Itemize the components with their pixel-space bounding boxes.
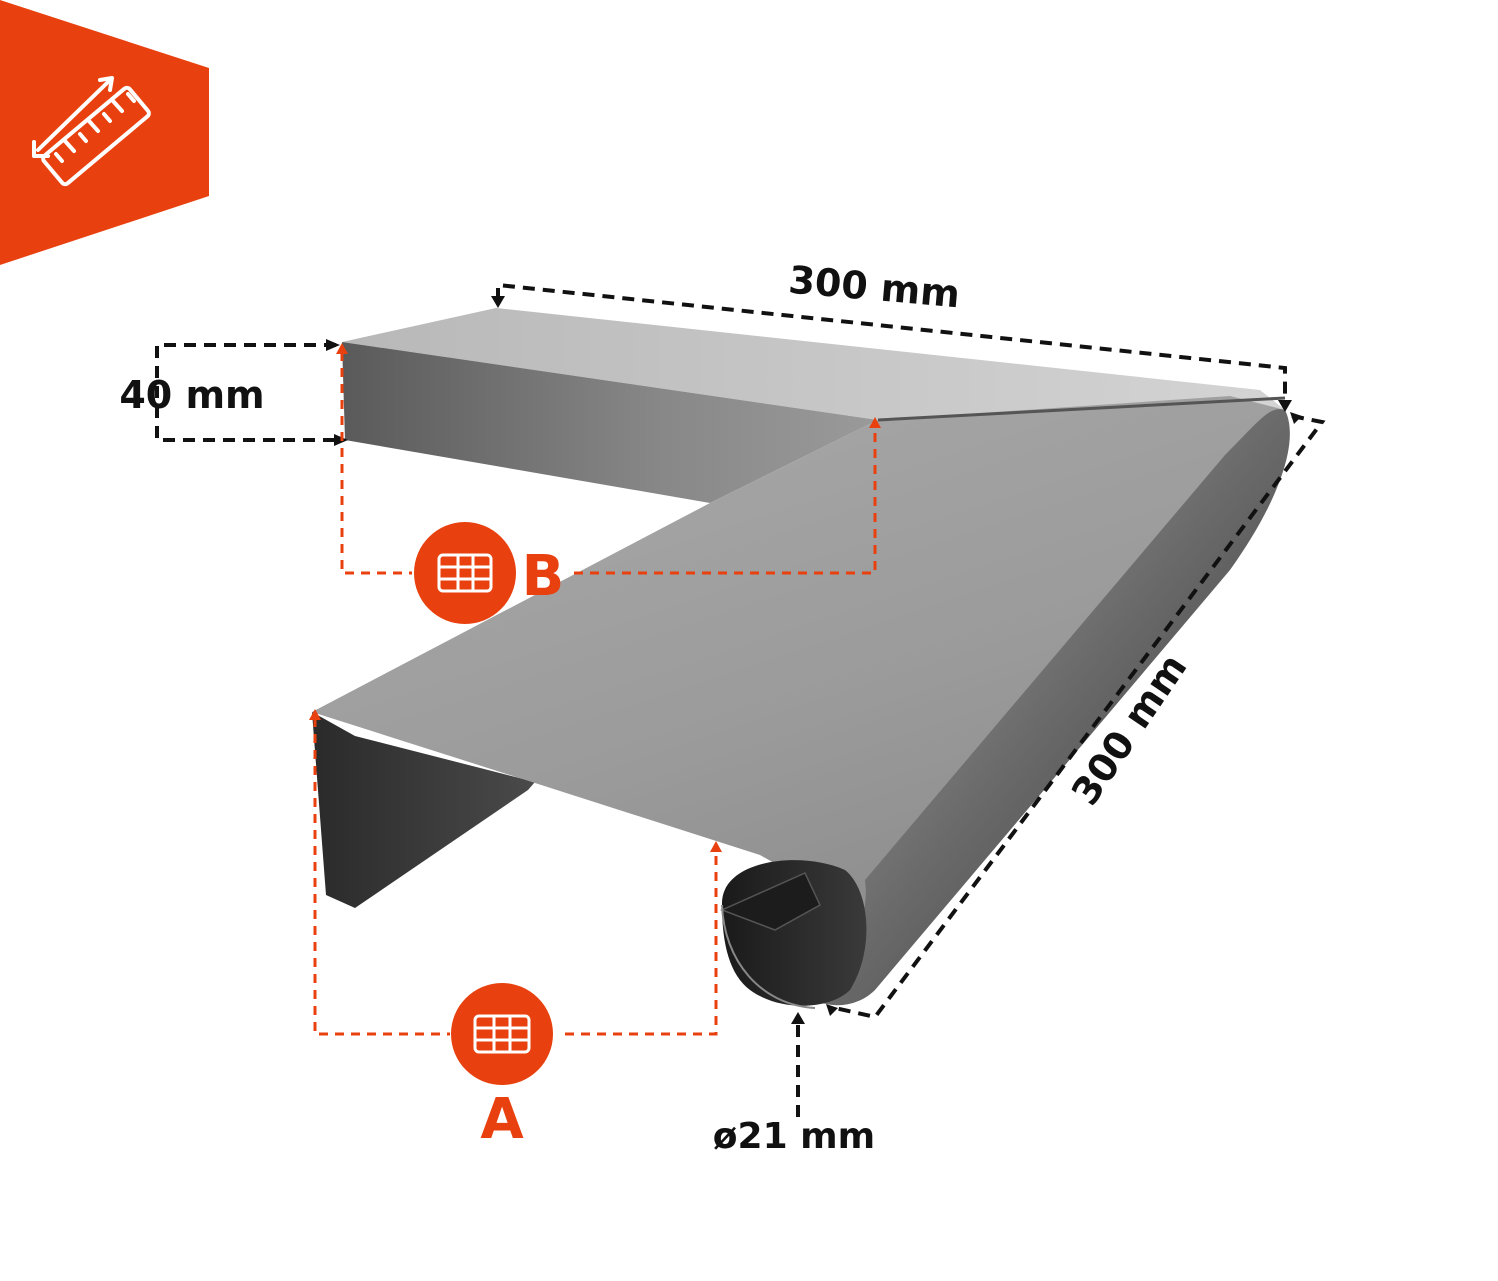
- panel-grid-icon: [473, 1014, 531, 1054]
- dimension-lines: [155, 282, 1326, 1120]
- marker-a-circle: [451, 983, 553, 1085]
- marker-b: B: [414, 522, 564, 624]
- dim-height-line: [155, 343, 336, 442]
- marker-b-circle: [414, 522, 516, 624]
- profile-body: [312, 308, 1290, 1009]
- marker-a-letter: A: [480, 1087, 524, 1152]
- arm-a-top: [312, 396, 1288, 930]
- dim-height-label: 40 mm: [119, 373, 264, 417]
- rolled-edge: [815, 409, 1290, 1006]
- marker-arrowheads: [309, 343, 881, 852]
- arm-b-front: [342, 342, 878, 503]
- marker-b-letter: B: [522, 544, 565, 609]
- tube-end: [720, 860, 867, 1009]
- arm-a-wall: [312, 712, 535, 908]
- dim-top-length-label: 300 mm: [787, 258, 962, 317]
- dim-side-length-line: [834, 414, 1326, 1020]
- arm-b-top: [342, 308, 1285, 420]
- badge-background: [0, 0, 209, 265]
- marker-a-line: [313, 718, 450, 1036]
- dim-top-length-line: [496, 282, 1287, 405]
- panel-grid-icon: [437, 553, 493, 593]
- marker-a: A: [451, 983, 553, 1152]
- dim-diameter-label: ø21 mm: [713, 1116, 875, 1157]
- ruler-measure-icon: [32, 76, 151, 187]
- corner-badge: [0, 0, 209, 265]
- marker-lines: [313, 352, 877, 1036]
